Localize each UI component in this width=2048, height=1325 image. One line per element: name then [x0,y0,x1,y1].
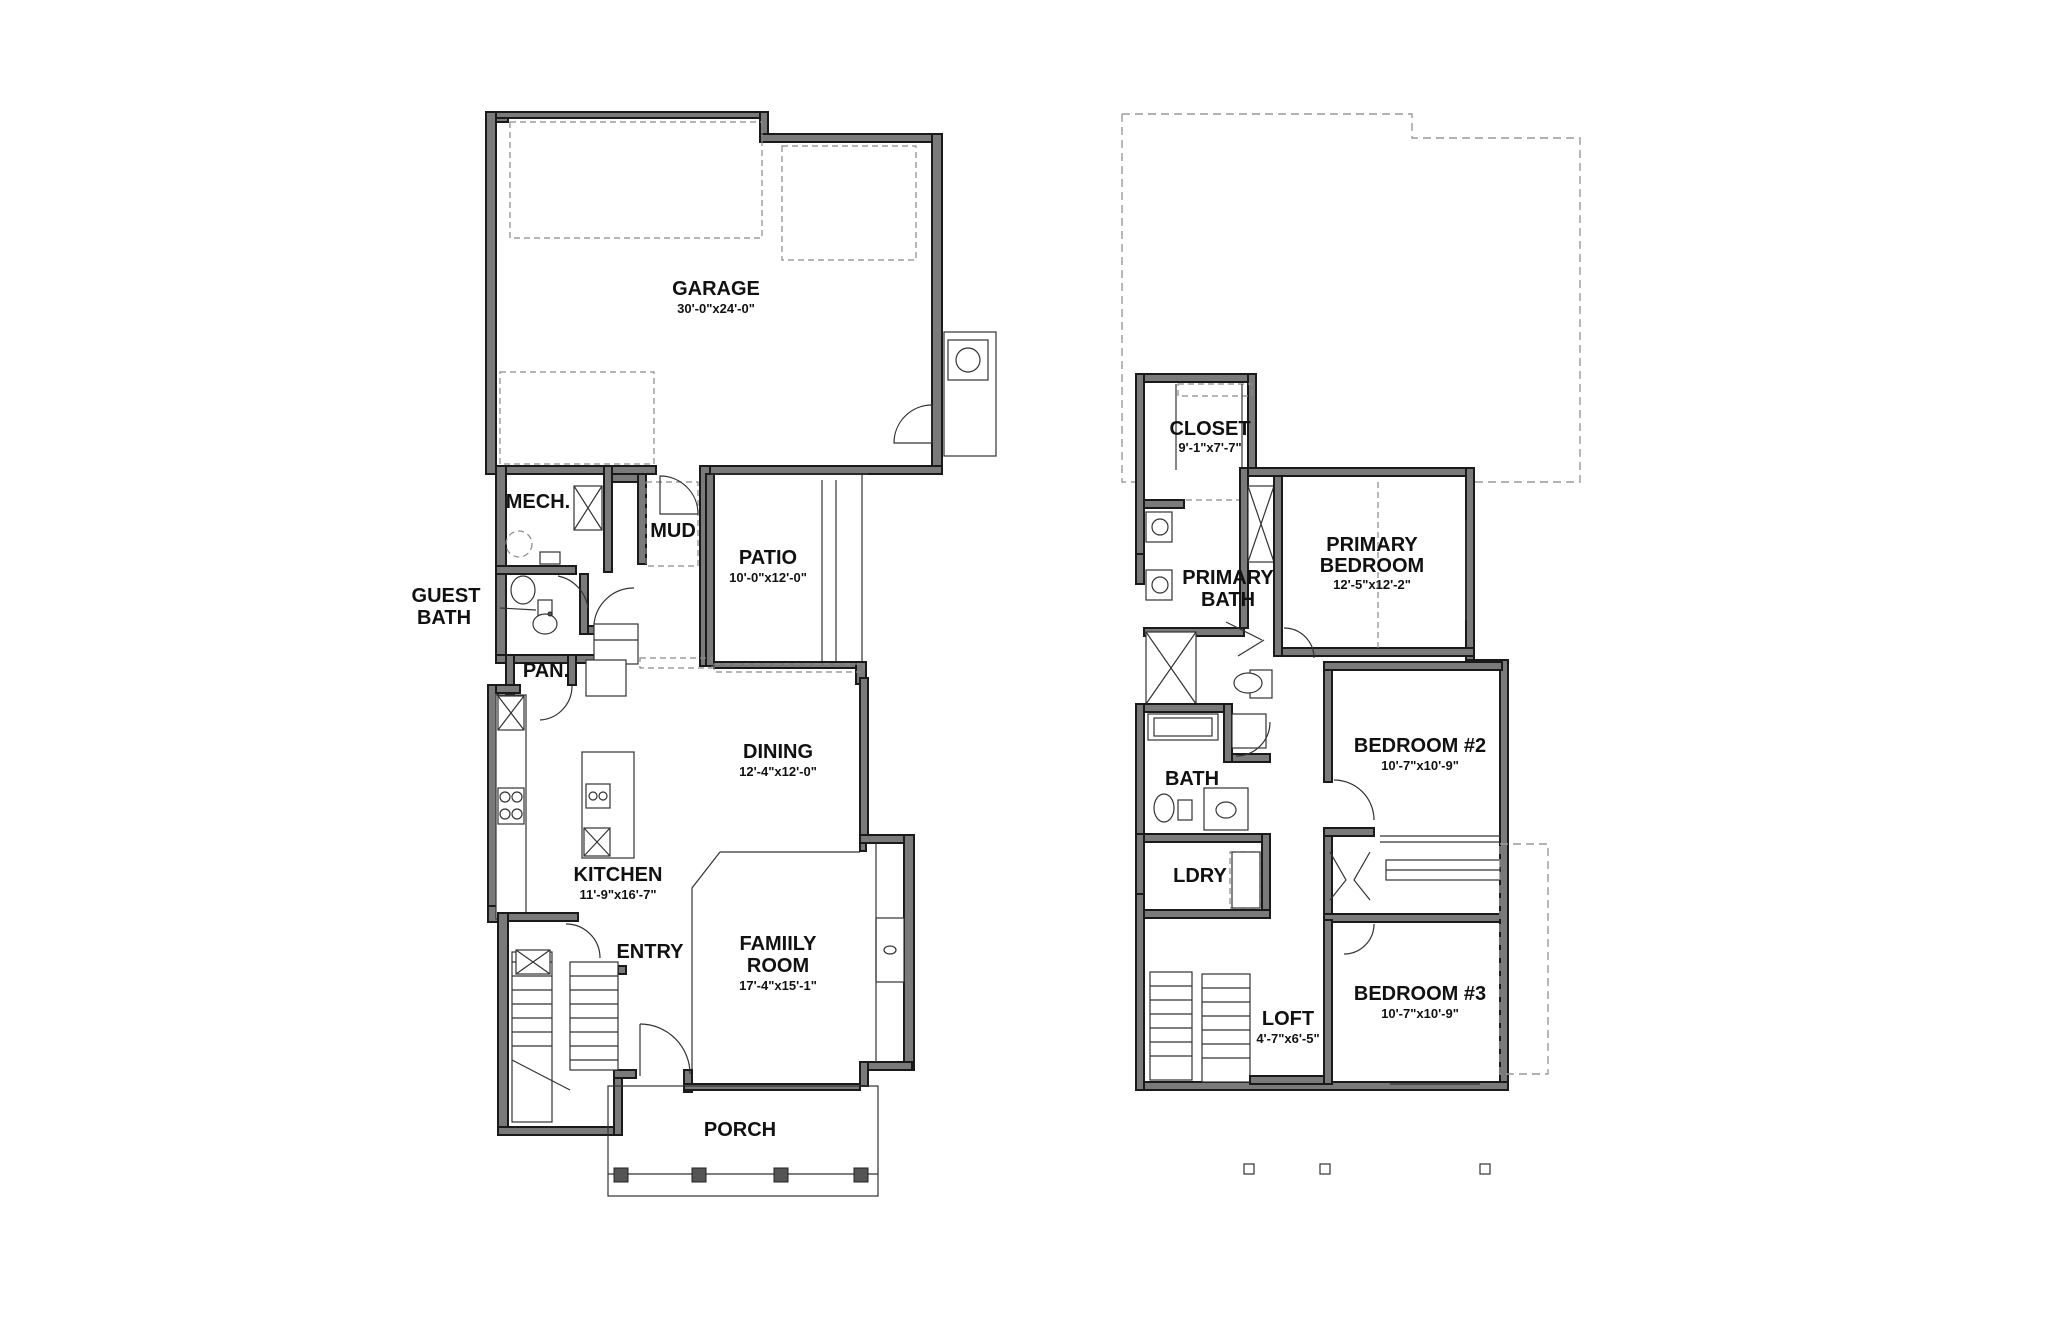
guest-bath-label: GUEST [412,585,481,607]
family-room-dims: 17'-4"x15'-1" [739,978,817,993]
laundry [1143,833,1271,919]
closet-label: CLOSET [1169,418,1250,440]
kitchen-counters [495,694,527,920]
patio [639,473,868,669]
closet-bifold-doors [1329,851,1375,955]
pantry-label: PAN. [523,660,569,682]
primary-bath-label: PRIMARY [1182,567,1274,589]
second-floor-plan [1121,113,1581,1175]
closet-interior [1175,383,1253,501]
kitchen-label: KITCHEN [574,864,663,886]
garage-parking-space-1 [509,121,763,239]
primary-bath-label-line-2: BATH [1201,589,1255,611]
patio-label: PATIO [739,547,797,569]
bedroom-3-label: BEDROOM #3 [1354,983,1486,1005]
family-room-label: FAMIILY [739,933,817,955]
porch [607,1085,879,1197]
dining-threshold [713,663,865,673]
patio-dims: 10'-0"x12'-0" [729,570,807,585]
bedroom-3-dims: 10'-7"x10'-9" [1381,1006,1459,1021]
refrigerator [585,659,627,697]
front-door [639,1023,691,1076]
footing-marks [1243,1163,1491,1175]
mud-label: MUD [650,520,696,542]
garage-water-heater [943,331,997,457]
mech-label: MECH. [506,491,570,513]
loft-label: LOFT [1262,1008,1314,1030]
primary-bedroom-walls [1273,475,1475,659]
family-room-label-line-2: ROOM [747,955,809,977]
loft-stairs [1149,971,1331,1085]
primary-bedroom-label-line-2: BEDROOM [1320,555,1424,577]
guest-bath-label-line-2: BATH [417,607,471,629]
primary-bedroom-label: PRIMARY [1326,534,1418,556]
bedroom-2-deck-outline [1499,843,1549,1075]
first-floor-stairs [511,923,619,1123]
bedroom-2-dims: 10'-7"x10'-9" [1381,758,1459,773]
laundry-label: LDRY [1173,865,1227,887]
porch-label: PORCH [704,1119,776,1141]
stair-landing [593,587,639,665]
garage-walls [485,111,943,475]
mech-equipment [505,485,603,565]
garage-dims: 30'-0"x24'-0" [677,301,755,316]
entry-stair-walls [497,912,861,1136]
guest-bath-fixtures [499,575,589,635]
garage-label: GARAGE [672,278,760,300]
bath-label: BATH [1165,768,1219,790]
garage-parking-space-2 [781,145,917,261]
bedroom-2-label: BEDROOM #2 [1354,735,1486,757]
kitchen-island [581,751,635,859]
entry-label: ENTRY [616,941,684,963]
dining-dims: 12'-4"x12'-0" [739,764,817,779]
hall-bath [1143,703,1271,843]
family-room-walls [691,842,905,1080]
primary-bedroom-dims: 12'-5"x12'-2" [1333,577,1411,592]
dining-label: DINING [743,741,813,763]
primary-bath-walls [1143,467,1275,705]
kitchen-dims: 11'-9"x16'-7" [579,887,656,902]
first-floor-plan [485,111,997,1197]
mud-area [645,475,699,567]
loft-dims: 4'-7"x6'-5" [1256,1031,1319,1046]
bedroom-3-walls [1323,919,1480,1085]
garage-door-swing [893,404,933,444]
garage-storage [499,371,655,465]
room-labels: GARAGE 30'-0"x24'-0" MECH. MUD PATIO 10'… [412,278,1487,1141]
roof-outline [1121,113,1581,483]
closet-dims: 9'-1"x7'-7" [1178,440,1241,455]
